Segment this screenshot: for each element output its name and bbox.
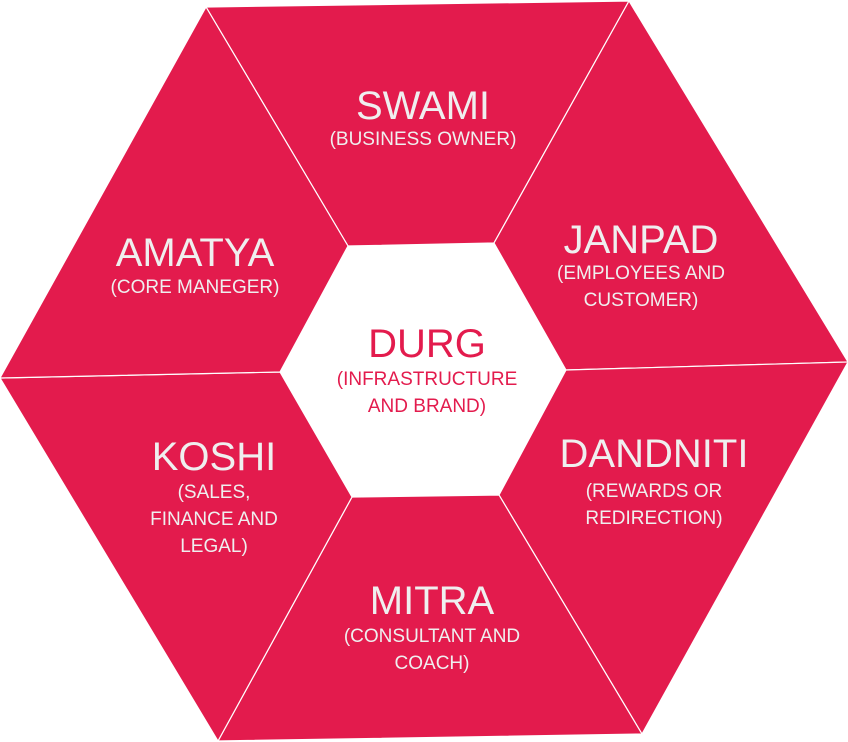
janpad-title: JANPAD (564, 218, 719, 262)
mitra-subtitle-1: (CONSULTANT AND (344, 626, 520, 647)
durg-subtitle-1: (INFRASTRUCTURE (337, 369, 518, 390)
koshi-subtitle-3: LEGAL) (180, 536, 248, 557)
center-hexagon (280, 243, 566, 497)
koshi-subtitle-1: (SALES, (178, 482, 251, 503)
koshi-subtitle-2: FINANCE AND (150, 509, 278, 530)
mitra-subtitle-2: COACH) (395, 653, 470, 674)
amatya-title: AMATYA (116, 231, 275, 275)
dandniti-subtitle-1: (REWARDS OR (586, 481, 723, 502)
dandniti-subtitle-2: REDIRECTION) (585, 508, 722, 529)
swami-subtitle: (BUSINESS OWNER) (330, 129, 517, 150)
mitra-title: MITRA (370, 579, 495, 623)
durg-subtitle-2: AND BRAND) (368, 396, 486, 417)
amatya-subtitle: (CORE MANEGER) (111, 277, 280, 298)
janpad-subtitle-1: (EMPLOYEES AND (557, 263, 725, 284)
janpad-subtitle-2: CUSTOMER) (584, 290, 699, 311)
koshi-title: KOSHI (152, 435, 276, 479)
swami-title: SWAMI (356, 84, 490, 128)
durg-title: DURG (368, 322, 486, 366)
dandniti-title: DANDNITI (560, 432, 749, 476)
